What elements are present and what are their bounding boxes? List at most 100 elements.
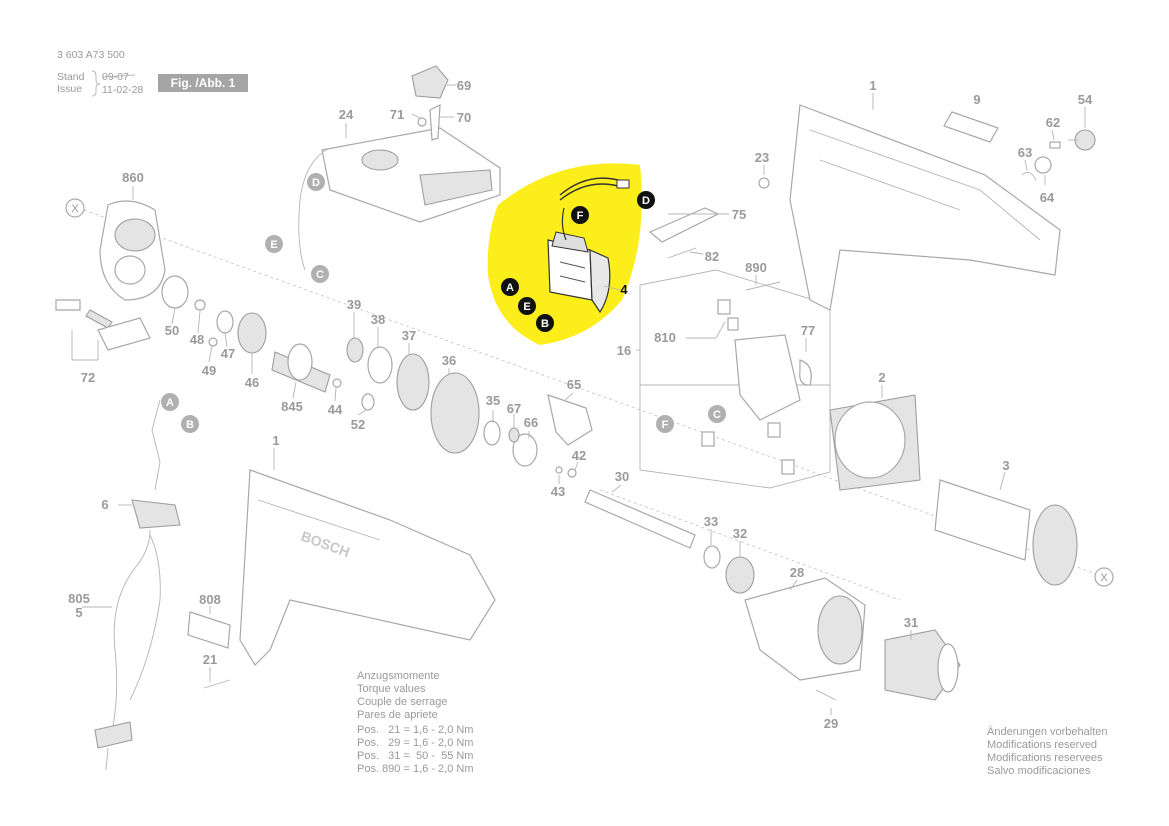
part-label-33: 33 — [704, 514, 718, 529]
part-label-52: 52 — [351, 417, 365, 432]
part-64 — [1034, 156, 1052, 174]
main-axis-line — [83, 209, 1103, 577]
svg-text:X: X — [1100, 572, 1108, 584]
connector-b-switch: B — [536, 314, 554, 332]
part-label-810: 810 — [654, 330, 676, 345]
part-label-28: 28 — [790, 565, 804, 580]
gear-housing-28 — [744, 577, 866, 681]
part-42 — [567, 468, 577, 478]
part-label-845: 845 — [281, 399, 303, 414]
part-label-24: 24 — [339, 107, 354, 122]
part-65 — [547, 394, 593, 446]
part-label-808: 808 — [199, 592, 221, 607]
part-label-47: 47 — [221, 346, 235, 361]
connector-b-cable: B — [181, 415, 199, 433]
part-66-67 — [508, 427, 538, 467]
screw-29 — [815, 689, 837, 701]
gear-housing-860 — [99, 200, 166, 301]
modifications-line-4: Salvo modificaciones — [987, 765, 1091, 777]
svg-text:F: F — [662, 419, 669, 431]
part-63 — [1021, 171, 1037, 181]
part-72-set — [55, 299, 151, 351]
spindle-axis-line — [599, 489, 901, 601]
switch-assembly — [547, 177, 630, 314]
part-label-71: 71 — [390, 107, 404, 122]
svg-text:A: A — [166, 397, 174, 409]
label-808 — [187, 611, 231, 649]
modifications-block: Änderungen vorbehalten Modifications res… — [987, 726, 1107, 777]
part-label-29: 29 — [824, 716, 838, 731]
part-label-72: 72 — [81, 370, 95, 385]
axis-marker-left: X — [65, 198, 85, 218]
part-label-67: 67 — [507, 401, 521, 416]
part-number-labels: 1 9 54 62 23 63 64 69 71 70 24 860 75 82… — [68, 78, 1093, 731]
connector-c-left: C — [311, 265, 329, 283]
svg-text:F: F — [577, 210, 584, 222]
part-label-49: 49 — [202, 363, 216, 378]
part-38 — [367, 346, 393, 384]
torque-line-2: Torque values — [357, 683, 426, 695]
part-62 — [1049, 141, 1061, 149]
part-label-36: 36 — [442, 353, 456, 368]
part-label-23: 23 — [755, 150, 769, 165]
part-label-75: 75 — [732, 207, 746, 222]
part-label-6: 6 — [101, 497, 108, 512]
torque-values-block: Anzugsmomente Torque values Couple de se… — [357, 670, 473, 775]
torque-line-5: Pos. 21 = 1,6 - 2,0 Nm — [357, 724, 473, 736]
stand-label: Stand — [57, 71, 85, 83]
bearing-32 — [725, 556, 755, 594]
modifications-line-1: Änderungen vorbehalten — [987, 726, 1107, 738]
svg-text:D: D — [312, 177, 320, 189]
header: 3 603 A73 500 Stand Issue 09-07 11-02-28… — [57, 49, 248, 97]
part-label-77: 77 — [801, 323, 815, 338]
svg-text:C: C — [316, 269, 324, 281]
part-label-50: 50 — [165, 323, 179, 338]
part-label-4: 4 — [620, 282, 628, 297]
torque-line-4: Pares de apriete — [357, 709, 438, 721]
stator-2 — [829, 394, 921, 491]
svg-text:B: B — [541, 318, 549, 330]
housing-1-left: BOSCH — [239, 469, 496, 666]
gear-cover-24 — [298, 127, 501, 271]
part-label-62: 62 — [1046, 115, 1060, 130]
connector-e-switch: E — [518, 297, 536, 315]
part-75 — [648, 207, 720, 243]
svg-text:D: D — [642, 195, 650, 207]
doc-number: 3 603 A73 500 — [57, 49, 125, 61]
part-44 — [332, 378, 342, 388]
part-label-1-top: 1 — [869, 78, 876, 93]
figure-label: Fig. /Abb. 1 — [171, 76, 236, 90]
torque-line-3: Couple de serrage — [357, 696, 448, 708]
housing-1-right — [789, 104, 1061, 311]
assembly-axis-lines — [83, 209, 1103, 601]
armature-3 — [934, 479, 1078, 586]
torque-line-1: Anzugsmomente — [357, 670, 440, 682]
issue-label: Issue — [57, 83, 82, 95]
modifications-line-2: Modifications reserved — [987, 739, 1097, 751]
torque-line-7: Pos. 31 = 50 - 55 Nm — [357, 750, 473, 762]
screw-890 — [745, 281, 781, 291]
ring-35 — [483, 420, 501, 446]
part-label-82: 82 — [705, 249, 719, 264]
connector-d-left: D — [307, 173, 325, 191]
part-label-64: 64 — [1040, 190, 1055, 205]
part-69 — [411, 65, 449, 99]
date-old: 09-07 — [102, 71, 129, 83]
svg-text:B: B — [186, 419, 194, 431]
part-label-39: 39 — [347, 297, 361, 312]
part-label-2: 2 — [878, 370, 885, 385]
part-label-63: 63 — [1018, 145, 1032, 160]
leader-4 — [603, 285, 621, 291]
connector-f-switch: F — [571, 206, 589, 224]
part-label-1-bottom: 1 — [272, 433, 279, 448]
date-new: 11-02-28 — [102, 84, 143, 96]
ring-33 — [703, 545, 721, 569]
part-label-16: 16 — [617, 343, 631, 358]
part-label-70: 70 — [457, 110, 471, 125]
cable-5-805 — [94, 399, 181, 771]
figure-label-box — [158, 74, 248, 92]
brush-holder-group-16 — [639, 269, 831, 489]
part-label-21: 21 — [203, 652, 217, 667]
part-label-46: 46 — [245, 375, 259, 390]
